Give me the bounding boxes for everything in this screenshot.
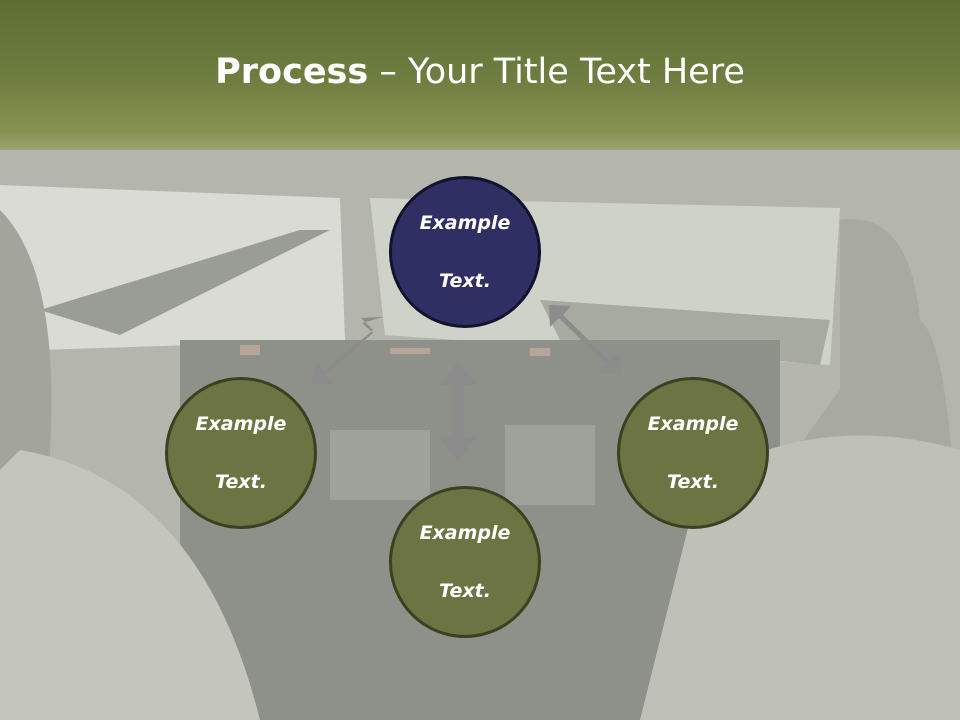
node-bottom-line1: Example bbox=[419, 521, 511, 544]
title-rest: – Your Title Text Here bbox=[368, 52, 745, 92]
node-top-line2: Text. bbox=[439, 269, 491, 292]
node-right-line2: Text. bbox=[667, 470, 719, 493]
title-banner bbox=[0, 0, 960, 175]
slide-title: Process – Your Title Text Here bbox=[0, 52, 960, 92]
node-left-line2: Text. bbox=[215, 470, 267, 493]
node-left-line1: Example bbox=[195, 412, 287, 435]
node-bottom-line2: Text. bbox=[439, 579, 491, 602]
node-top-line1: Example bbox=[419, 211, 511, 234]
node-right-line1: Example bbox=[647, 412, 739, 435]
title-bold: Process bbox=[215, 52, 369, 92]
